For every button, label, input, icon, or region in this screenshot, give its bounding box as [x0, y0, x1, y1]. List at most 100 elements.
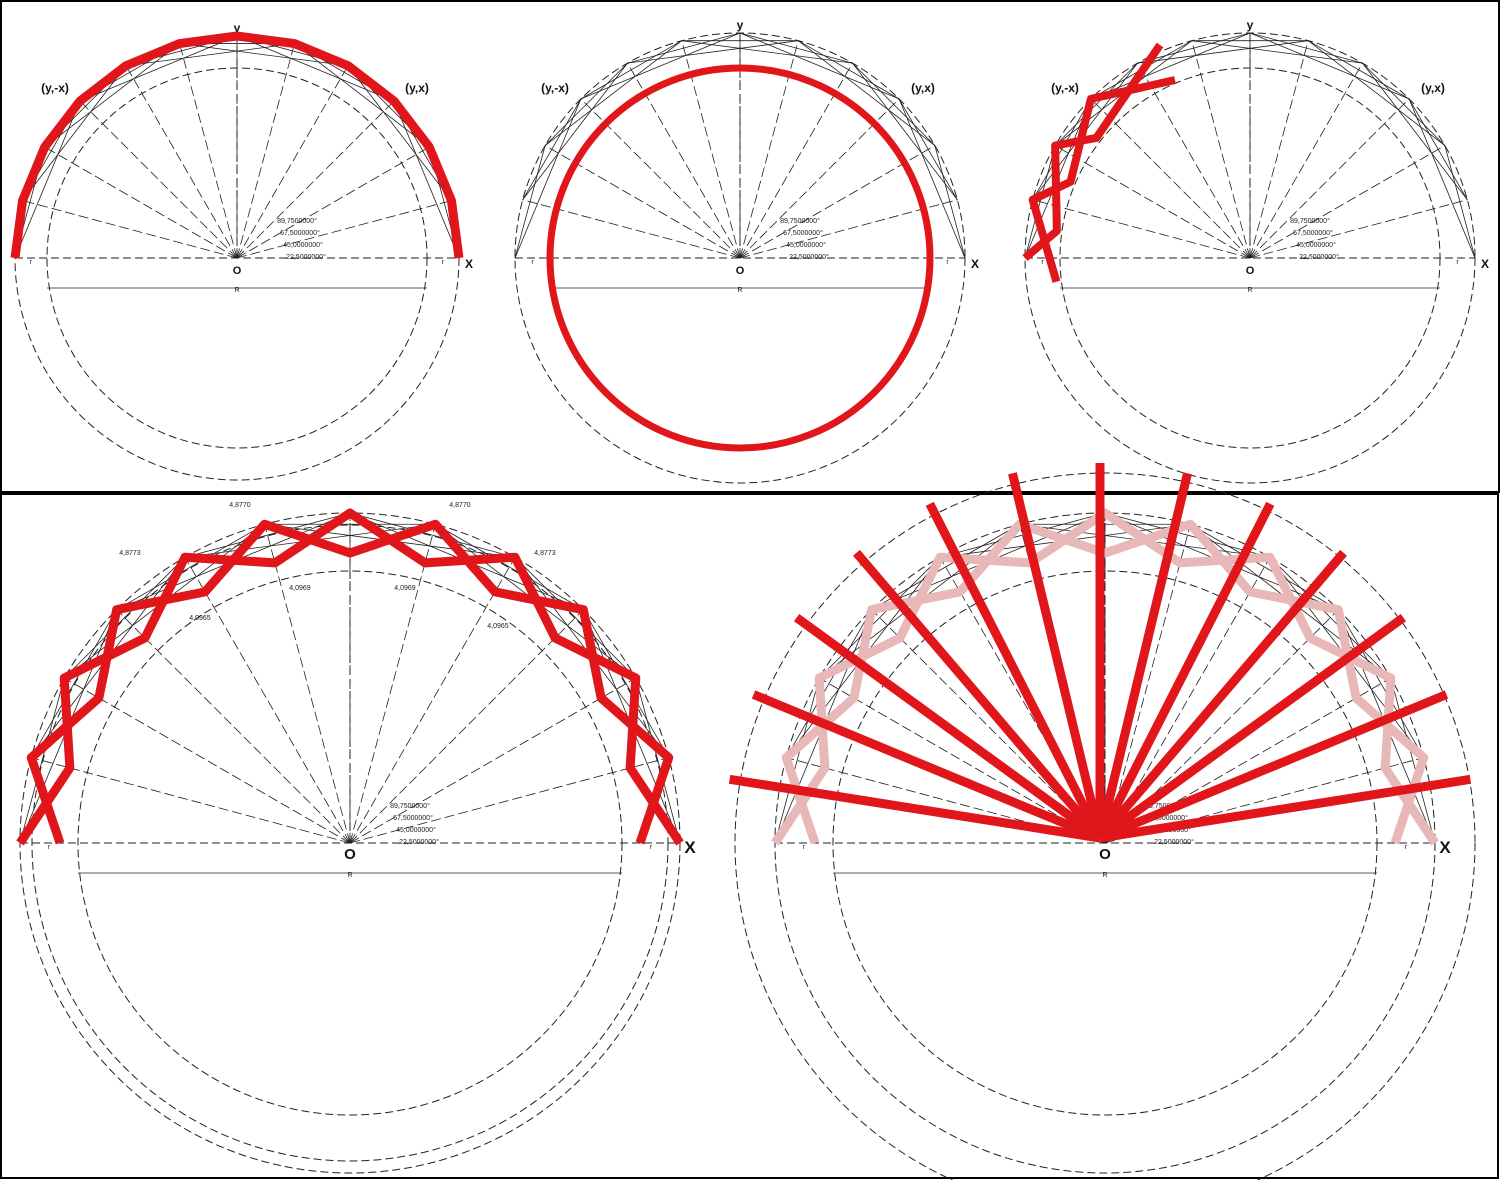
y-label: y: [234, 21, 241, 35]
radial-line: [1104, 677, 1391, 844]
angle-label: 45,0000000°: [1296, 241, 1336, 249]
radial-line: [819, 677, 1106, 844]
r-label-right: r: [650, 844, 653, 851]
chord-line: [1190, 523, 1339, 611]
radial-line: [236, 43, 295, 259]
radial-line: [31, 757, 351, 844]
left-point-label: (y,-x): [541, 81, 569, 95]
chord-line: [1090, 32, 1251, 100]
radial-line: [179, 43, 238, 259]
radial-spoke: [1008, 472, 1105, 840]
chord-line: [898, 98, 966, 259]
chord-line: [347, 65, 452, 201]
radial-line: [786, 757, 1106, 844]
right-point-label: (y,x): [405, 81, 429, 95]
radial-line: [1054, 145, 1251, 259]
origin-label: O: [736, 265, 745, 277]
chord-line: [1054, 62, 1138, 146]
chord-line: [1249, 32, 1363, 64]
chord-line: [349, 512, 516, 558]
angle-label: 22,5000000°: [1154, 838, 1194, 846]
chord-line: [30, 609, 118, 758]
dimension-inner-side: 4,0965: [189, 615, 211, 622]
chord-line: [582, 609, 670, 758]
x-label: X: [1439, 838, 1451, 857]
angle-label: 89,7500000°: [780, 217, 820, 225]
chord-line: [1137, 40, 1309, 64]
dimension-outer-top: 4,8770: [449, 502, 471, 509]
radial-line: [44, 146, 238, 259]
angle-label: 67,5000000°: [280, 229, 320, 237]
radial-spoke: [1099, 774, 1472, 843]
y-label: y: [737, 18, 744, 32]
radial-line: [116, 609, 351, 844]
chord-line: [681, 40, 853, 64]
zigzag-path-b: [16, 508, 684, 846]
chord-line: [1032, 98, 1092, 200]
radial-spoke: [853, 549, 1104, 841]
chord-line: [522, 98, 582, 200]
angle-label: 89,7500000°: [390, 802, 430, 810]
angle-label: 67,5000000°: [1293, 229, 1333, 237]
chord-line: [1308, 40, 1410, 100]
chord-line: [797, 40, 936, 146]
radial-line: [64, 677, 351, 844]
radial-line: [1104, 757, 1424, 844]
radial-line: [1104, 609, 1339, 844]
chord-line: [739, 32, 853, 64]
highlight-circle: [546, 64, 934, 452]
r-label-left: r: [30, 259, 33, 266]
angle-label: 22,5000000°: [286, 253, 326, 261]
r-label-left: r: [1041, 259, 1044, 266]
chord-line: [785, 609, 873, 758]
top-frame: [0, 0, 1500, 493]
chord-line: [939, 512, 1106, 558]
chord-line: [818, 556, 941, 679]
R-label: R: [234, 287, 239, 294]
radial-line: [349, 557, 516, 844]
radial-spoke: [1097, 613, 1407, 842]
radial-spoke: [728, 774, 1101, 843]
radial-line: [125, 65, 238, 259]
highlight-outer-polygon: [10, 31, 464, 259]
chord-line: [635, 677, 681, 844]
radial-line: [871, 609, 1106, 844]
angle-label: 89,7500000°: [277, 217, 317, 225]
r-label-left: r: [803, 844, 806, 851]
R-label: R: [1247, 287, 1252, 294]
radial-line: [236, 146, 430, 259]
chord-line: [852, 62, 958, 201]
chord-line: [739, 32, 900, 100]
R-label: R: [737, 287, 742, 294]
angle-label: 22,5000000°: [789, 253, 829, 261]
r-label-left: r: [48, 844, 51, 851]
r-label-right: r: [946, 259, 949, 266]
chord-line: [1390, 677, 1436, 844]
radial-line: [79, 100, 238, 259]
radial-line: [1249, 145, 1446, 259]
angle-label: 45,0000000°: [786, 241, 826, 249]
radial-line: [236, 65, 349, 259]
radial-line: [1104, 524, 1191, 844]
radial-spoke: [925, 501, 1105, 841]
chord-line: [22, 65, 127, 201]
radial-line: [1032, 199, 1251, 259]
angle-label: 67,5000000°: [783, 229, 823, 237]
y-label: y: [1247, 18, 1254, 32]
chord-line: [179, 43, 349, 67]
zigzag-path-b: [771, 508, 1439, 846]
chord-line: [627, 40, 799, 64]
radial-spoke: [1098, 690, 1449, 843]
chord-line: [294, 43, 430, 148]
chord-line: [184, 512, 351, 558]
chord-line: [627, 32, 741, 64]
chord-line: [1362, 62, 1446, 146]
right-point-label: (y,x): [1421, 81, 1445, 95]
angle-label: 89,7500000°: [1145, 802, 1185, 810]
x-label: X: [971, 257, 979, 271]
chord-line: [63, 556, 186, 679]
R-label: R: [1102, 872, 1107, 879]
right-point-label: (y,x): [911, 81, 935, 95]
zigzag-path-a: [26, 519, 674, 845]
